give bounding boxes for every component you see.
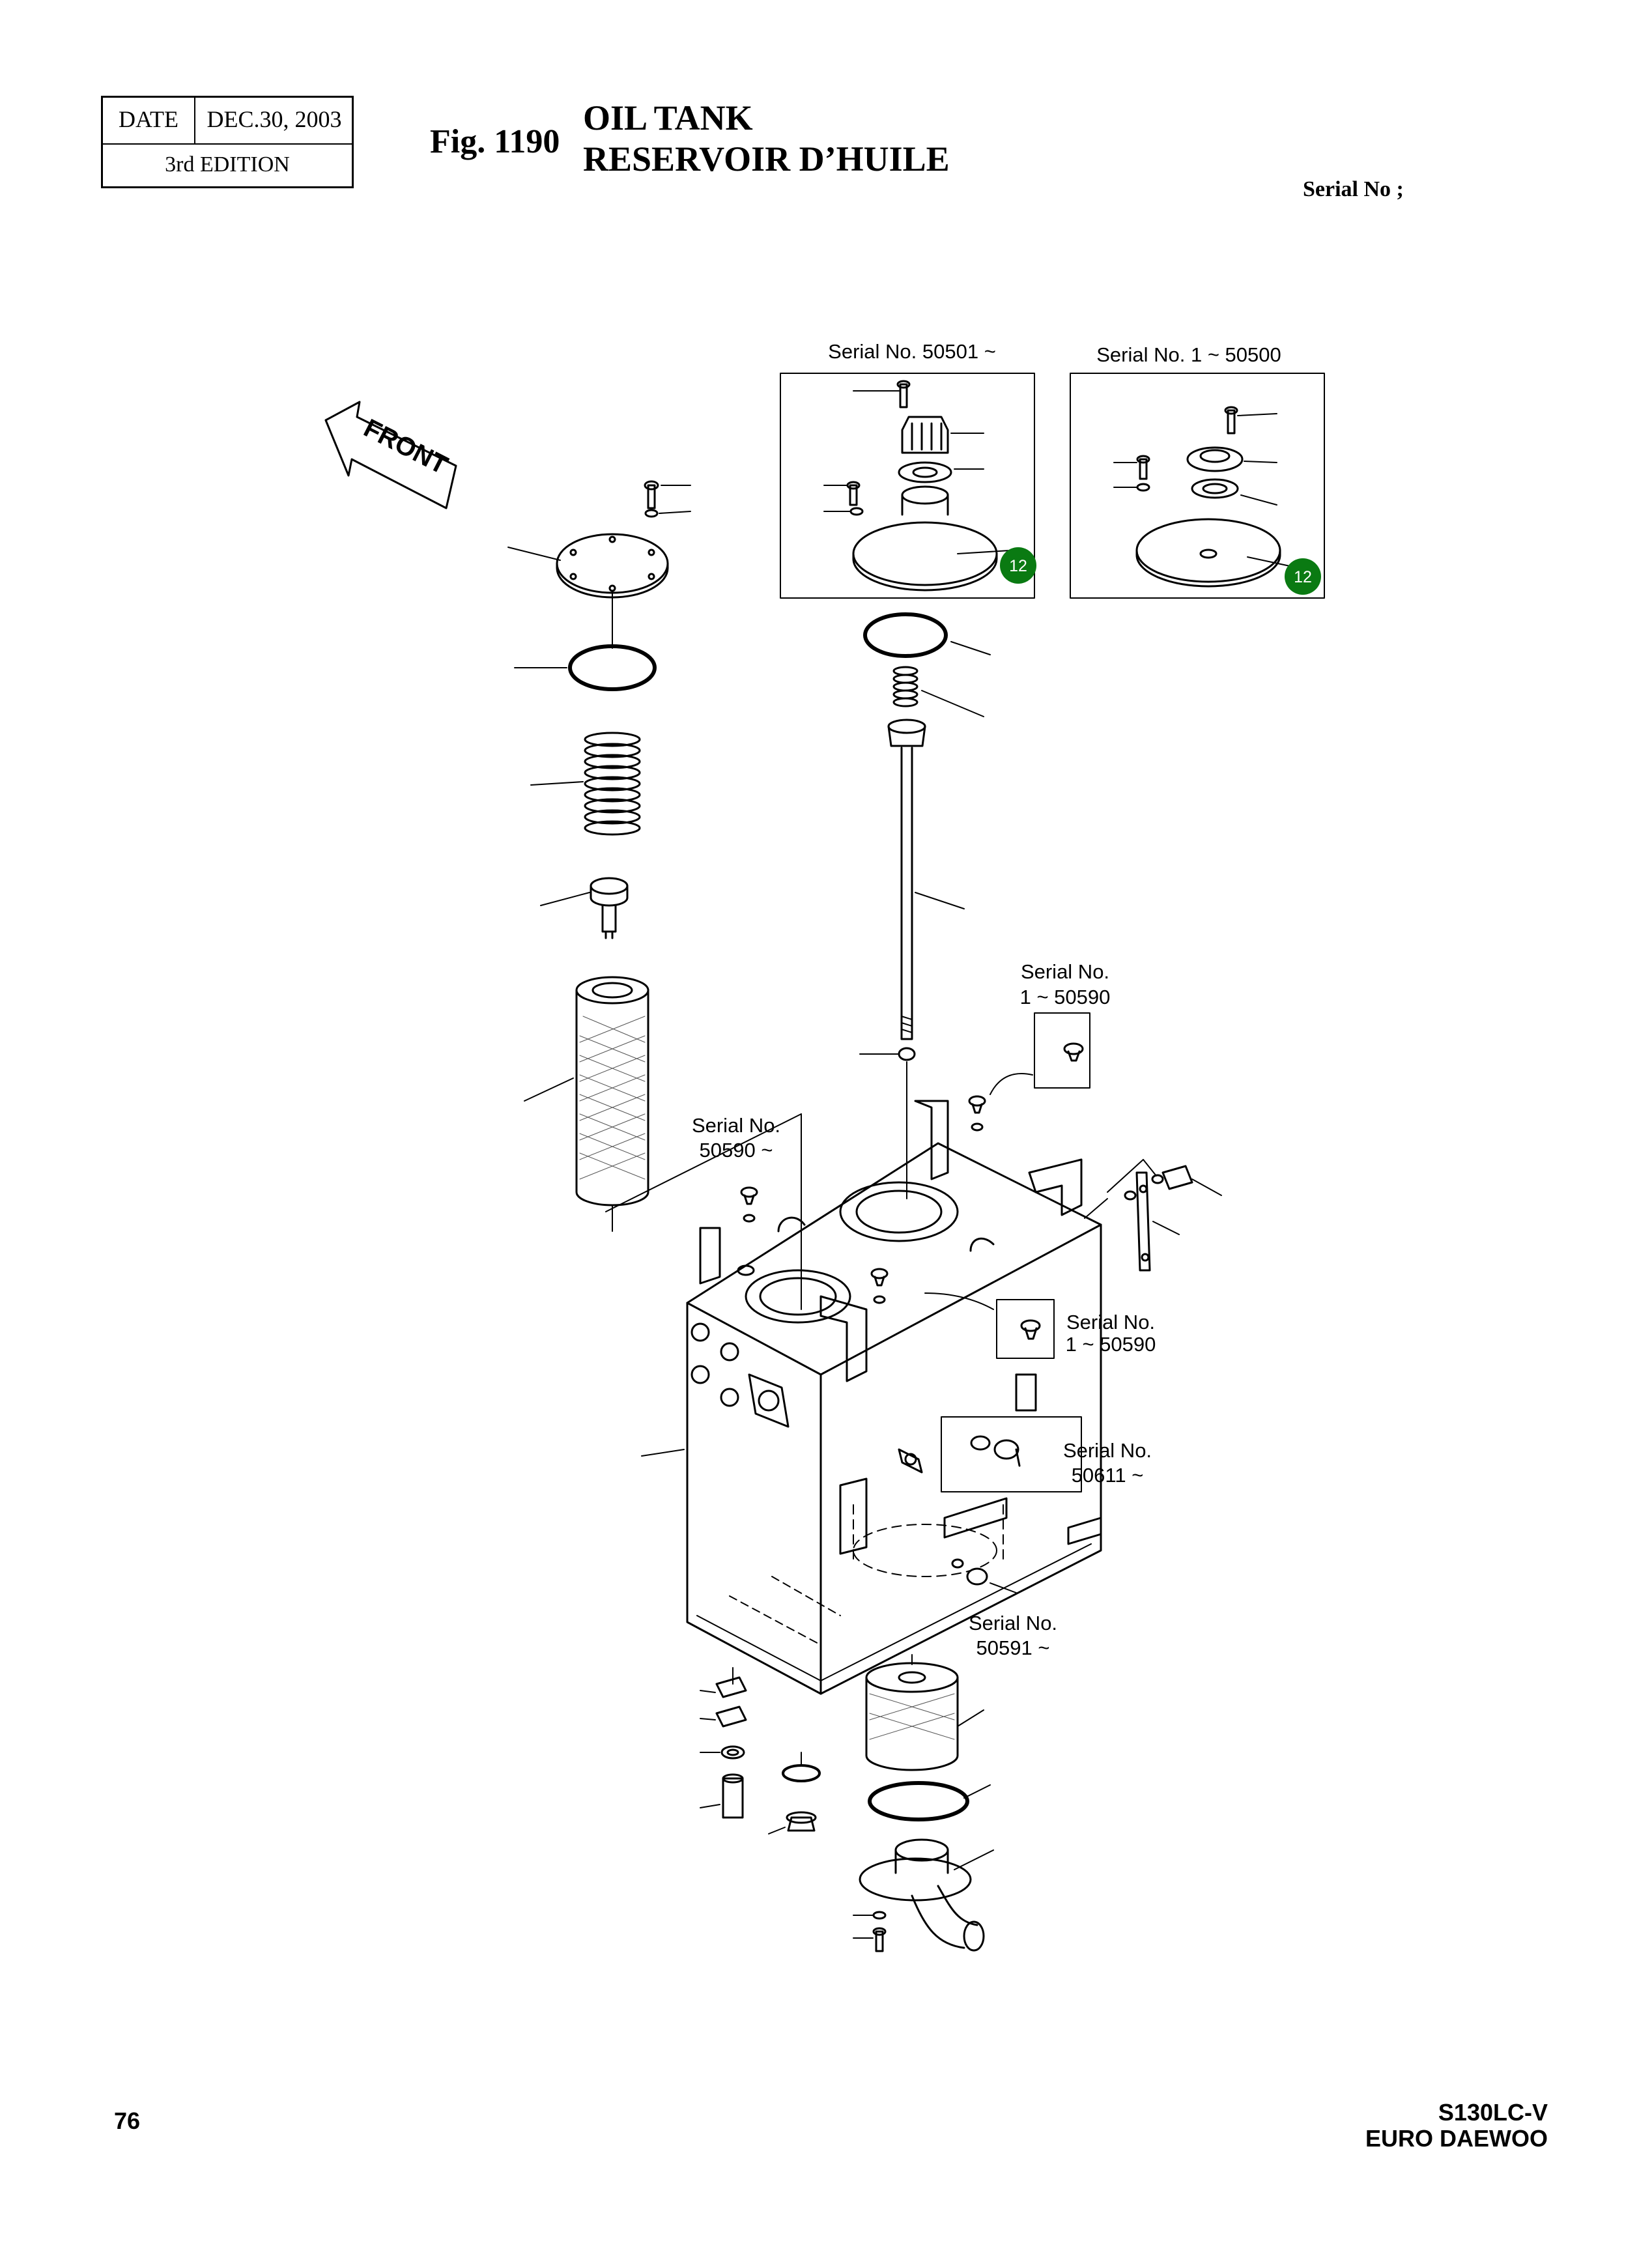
detail-box-plug-lower bbox=[941, 1416, 1082, 1492]
plug-detail-lower bbox=[898, 1435, 1021, 1593]
breather-stack bbox=[859, 612, 991, 1199]
serial-note-left-a: Serial No. bbox=[691, 1114, 781, 1137]
page-number: 76 bbox=[114, 2107, 141, 2134]
date-edition-box: DATE DEC.30, 2003 3rd EDITION bbox=[101, 96, 354, 188]
serial-note-bottom-b: 50591 ~ bbox=[976, 1636, 1050, 1659]
badge-left-label: 12 bbox=[1009, 557, 1027, 575]
serial-note-upper-right-a: Serial No. bbox=[1020, 960, 1110, 983]
serial-note-upper-right-b: 1 ~ 50590 bbox=[1019, 986, 1111, 1008]
serial-note-bottom-a: Serial No. bbox=[968, 1612, 1058, 1634]
serial-note-top-left: Serial No. 50501 ~ bbox=[828, 340, 996, 363]
serial-note-mid-right-b: 1 ~ 50590 bbox=[1065, 1333, 1156, 1356]
plug-detail-mid bbox=[924, 1292, 1041, 1340]
plug-detail-upper bbox=[990, 1042, 1084, 1095]
bottom-o-ring bbox=[868, 1781, 991, 1821]
detail-box-plug-mid bbox=[996, 1299, 1055, 1359]
oil-tank-body bbox=[605, 1100, 1102, 1695]
date-value: DEC.30, 2003 bbox=[206, 106, 342, 132]
breather-assembly-new bbox=[823, 380, 1010, 592]
date-row: DATE DEC.30, 2003 bbox=[103, 98, 352, 145]
inset-box-right bbox=[1070, 373, 1325, 599]
drain-plug bbox=[768, 1752, 821, 1834]
date-label: DATE bbox=[119, 106, 178, 132]
brand-name: EURO DAEWOO bbox=[1365, 2125, 1548, 2152]
breather-assembly-old bbox=[1113, 406, 1294, 588]
serial-header-label: Serial No ; bbox=[1303, 177, 1404, 201]
suction-elbow bbox=[853, 1838, 994, 1952]
edition-label: 3rd EDITION bbox=[165, 152, 290, 177]
inset-box-left bbox=[780, 373, 1035, 599]
model-name: S130LC-V bbox=[1438, 2099, 1548, 2126]
suction-filter-assembly bbox=[507, 480, 691, 1232]
bottom-mount-hardware bbox=[700, 1667, 747, 1819]
detail-box-plug-upper bbox=[1034, 1012, 1090, 1089]
plug-set-top bbox=[737, 1095, 986, 1304]
serial-note-mid-right-a: Serial No. bbox=[1066, 1311, 1156, 1334]
date-divider bbox=[194, 98, 195, 143]
serial-note-lower-right-a: Serial No. bbox=[1062, 1439, 1152, 1462]
title-french: RESERVOIR D’HUILE bbox=[583, 139, 950, 178]
callout-badge-12-right: 12 bbox=[1285, 558, 1321, 595]
front-arrow-icon: FRONT bbox=[324, 401, 457, 509]
serial-note-lower-right-b: 50611 ~ bbox=[1071, 1464, 1144, 1487]
badge-right-label: 12 bbox=[1294, 568, 1312, 586]
return-filter bbox=[865, 1654, 984, 1771]
serial-note-left-b: 50590 ~ bbox=[699, 1139, 773, 1162]
side-bracket-bolt bbox=[1084, 1159, 1222, 1272]
figure-number: Fig. 1190 bbox=[430, 123, 560, 160]
callout-badge-12-left: 12 bbox=[1000, 547, 1036, 584]
serial-note-top-right: Serial No. 1 ~ 50500 bbox=[1096, 343, 1281, 366]
title-english: OIL TANK bbox=[583, 98, 753, 137]
